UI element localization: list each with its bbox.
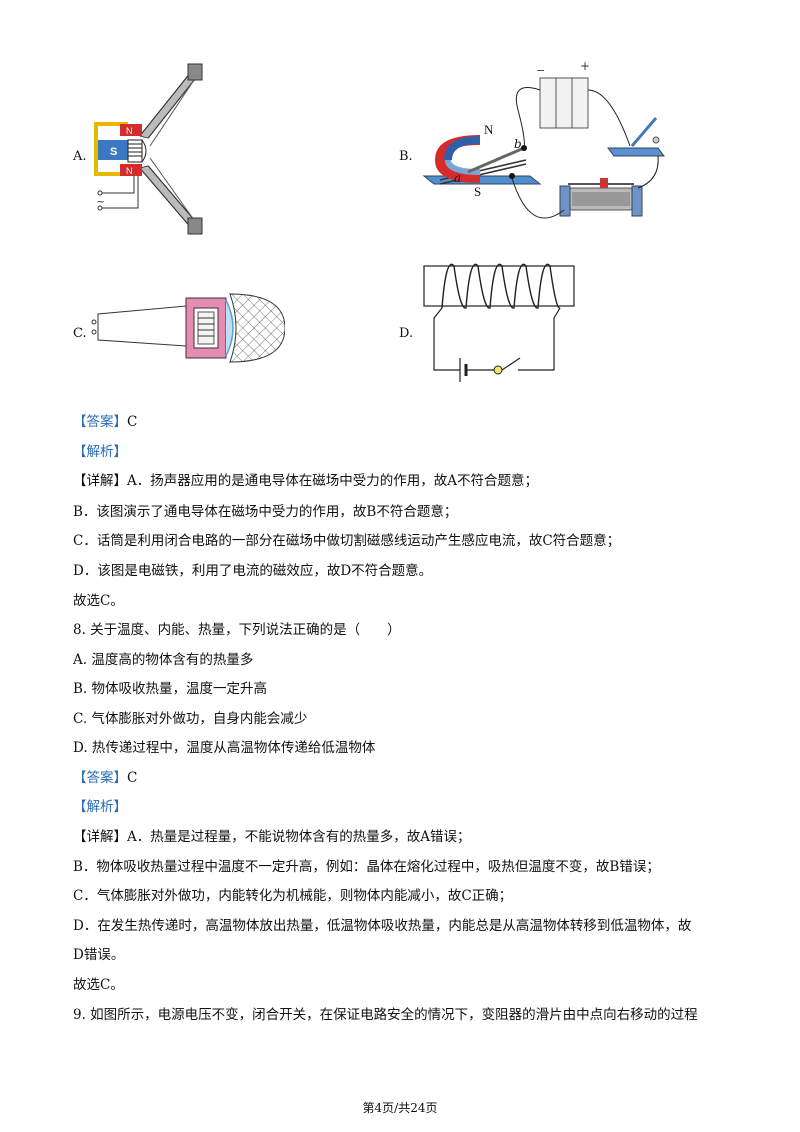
- q8-option-b: B. 物体吸收热量，温度一定升高: [73, 681, 268, 697]
- q7-conclusion: 故选C。: [73, 593, 124, 609]
- q7-analysis-tag: 【解析】: [73, 444, 127, 460]
- figure-c-label: C.: [73, 326, 87, 341]
- q7-answer: 【答案】C: [73, 414, 138, 430]
- q8-answer: 【答案】C: [73, 770, 138, 786]
- motor-principle-figure: − + N S a b: [422, 60, 665, 219]
- q8-detail-line-2: B．物体吸收热量过程中温度不一定升高，例如：晶体在熔化过程中，吸热但温度不变，故…: [73, 859, 660, 875]
- q8-question: 8. 关于温度、内能、热量，下列说法正确的是（ ）: [73, 622, 401, 638]
- q7-detail-line-4: D．该图是电磁铁，利用了电流的磁效应，故D不符合题意。: [73, 563, 433, 579]
- figure-a-n-pole-top: N: [126, 126, 133, 136]
- q8-analysis-tag: 【解析】: [73, 799, 127, 815]
- q8-detail-line-5: D错误。: [73, 947, 125, 963]
- battery-plus-label: +: [580, 60, 590, 73]
- q8-option-a: A. 温度高的物体含有的热量多: [73, 652, 254, 668]
- detail-tag: 【详解】: [73, 473, 127, 489]
- answer-value: C: [127, 414, 138, 430]
- q8-option-c: C. 气体膨胀对外做功，自身内能会减少: [73, 711, 308, 727]
- q7-detail-line-2: B．该图演示了通电导体在磁场中受力的作用，故B不符合题意；: [73, 504, 458, 520]
- answer-tag: 【答案】: [73, 414, 127, 430]
- detail-text: A．热量是过程量，不能说物体含有的热量多，故A错误；: [127, 829, 471, 845]
- figure-b-label: B.: [399, 149, 413, 164]
- loudspeaker-figure: S N N ~: [94, 63, 203, 235]
- rod-a-label: a: [454, 171, 461, 185]
- detail-tag: 【详解】: [73, 829, 127, 845]
- q8-conclusion: 故选C。: [73, 977, 124, 993]
- figure-a-ac-symbol: ~: [96, 195, 105, 208]
- q8-detail-line-4: D．在发生热传递时，高温物体放出热量，低温物体吸收热量，内能总是从高温物体转移到…: [73, 918, 692, 934]
- microphone-figure: [91, 293, 285, 363]
- figure-a-s-pole: S: [110, 146, 117, 158]
- q7-detail-line-1: 【详解】A．扬声器应用的是通电导体在磁场中受力的作用，故A不符合题意；: [73, 473, 538, 489]
- figure-a-n-pole-bottom: N: [126, 166, 133, 176]
- q9-question: 9. 如图所示，电源电压不变，闭合开关，在保证电路安全的情况下，变阻器的滑片由中…: [73, 1007, 698, 1023]
- q7-detail-line-3: C．话筒是利用闭合电路的一部分在磁场中做切割磁感线运动产生感应电流，故C符合题意…: [73, 533, 621, 549]
- answer-value: C: [127, 770, 138, 786]
- rod-b-label: b: [514, 137, 522, 151]
- magnet-n-label: N: [484, 122, 494, 137]
- q8-detail-line-1: 【详解】A．热量是过程量，不能说物体含有的热量多，故A错误；: [73, 829, 471, 845]
- magnet-s-label: S: [474, 184, 481, 199]
- q8-detail-line-3: C．气体膨胀对外做功，内能转化为机械能，则物体内能减小，故C正确；: [73, 888, 513, 904]
- battery-minus-label: −: [536, 64, 545, 77]
- q8-option-d: D. 热传递过程中，温度从高温物体传递给低温物体: [73, 740, 376, 756]
- detail-text: A．扬声器应用的是通电导体在磁场中受力的作用，故A不符合题意；: [127, 473, 538, 489]
- answer-tag: 【答案】: [73, 770, 127, 786]
- electromagnet-figure: [423, 263, 575, 382]
- page-number: 第4页/共24页: [362, 1101, 438, 1115]
- figure-a-label: A.: [73, 149, 87, 164]
- figure-d-label: D.: [399, 326, 414, 341]
